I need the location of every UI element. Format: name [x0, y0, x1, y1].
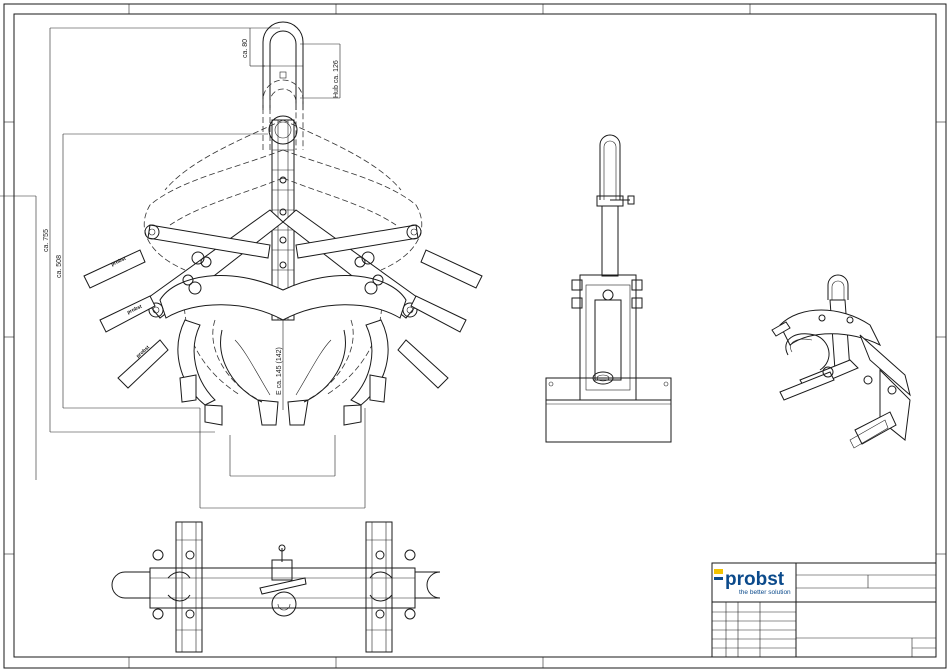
front-view: probst probst probst ca. 80 Hub ca. 126 … — [43, 22, 482, 508]
dim-height-inner: ca. 508 — [56, 255, 63, 278]
gripper-levers — [145, 210, 421, 320]
isometric-view — [772, 275, 910, 448]
dim-stroke: Hub ca. 126 — [333, 60, 340, 98]
title-block: probst the better solution — [712, 563, 936, 657]
brand-tagline: the better solution — [739, 589, 791, 596]
dim-shackle-height: ca. 80 — [242, 39, 249, 58]
dim-overall-height: ca. 755 — [43, 229, 50, 252]
side-view — [546, 135, 671, 442]
brand-underline — [714, 577, 723, 580]
brand-name: probst — [725, 569, 785, 590]
lifting-shackle — [263, 22, 303, 110]
brand-accent-bar — [714, 569, 723, 574]
dim-grip-range: E ca. 145 (142) — [276, 347, 283, 395]
top-view — [112, 522, 440, 652]
